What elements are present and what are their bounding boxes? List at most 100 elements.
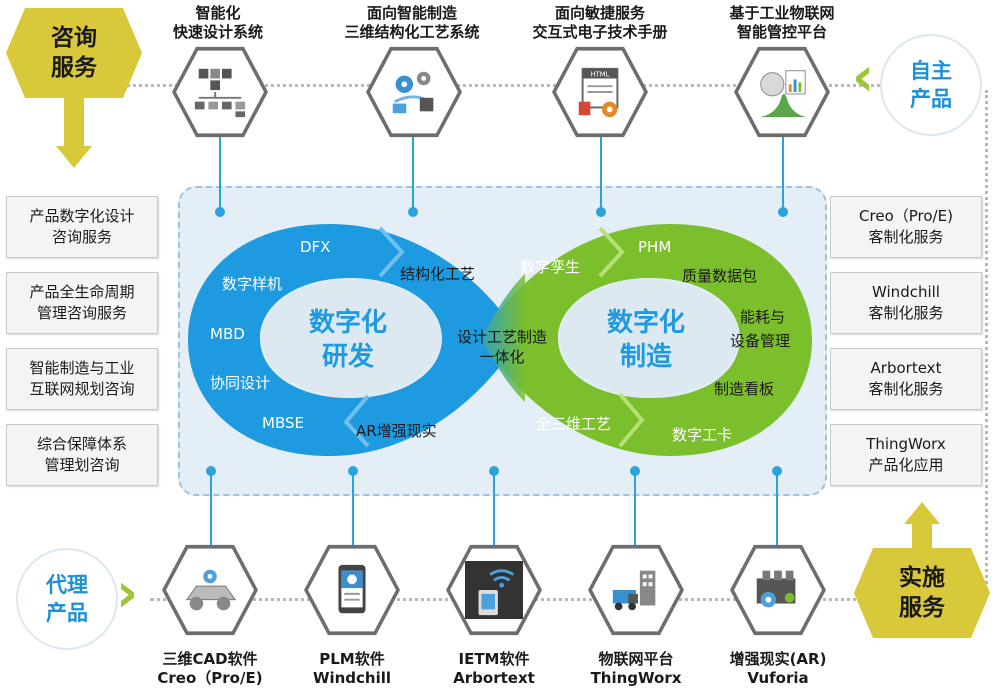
connector [352,468,354,554]
right-title-line2: 制造 [619,342,672,372]
implement-line1: 实施 [899,565,945,591]
label-line: 三维结构化工艺系统 [344,23,480,41]
label-line: Windchill [312,669,392,687]
loop-label-digital-prototype: 数字样机 [222,275,283,293]
iot-software-hex[interactable] [588,544,684,636]
html-document-icon: HTML [578,67,619,118]
right-box-windchill[interactable]: Windchill 客制化服务 [830,272,982,334]
loop-label-equipment: 设备管理 [730,332,791,350]
box-line: Arbortext [870,359,942,377]
chevron-left-icon: ‹ [852,45,875,108]
box-line: 管理咨询服务 [36,304,127,322]
factory-truck-icon [612,570,656,611]
label-line: ThingWorx [590,669,682,687]
right-box-creo[interactable]: Creo（Pro/E) 客制化服务 [830,196,982,258]
connector [219,128,221,212]
right-box-arbortext[interactable]: Arbortext 客制化服务 [830,348,982,410]
label-line: PLM软件 [319,650,385,668]
loop-label-3d-process: 全三维工艺 [536,415,612,433]
bottom-label-iot: 物联网平台 ThingWorx [546,650,726,688]
label-line: 基于工业物联网 [729,4,835,22]
loop-label-collab-design: 协同设计 [210,374,271,392]
fast-design-hex[interactable] [172,46,268,138]
connector [412,128,414,212]
label-line: Vuforia [747,669,809,687]
left-box-plm[interactable]: 产品全生命周期 管理咨询服务 [6,272,158,334]
bottom-label-plm: PLM软件 Windchill [262,650,442,688]
consult-line2: 服务 [51,55,97,81]
left-box-support[interactable]: 综合保障体系 管理划咨询 [6,424,158,486]
ietm-hex[interactable]: HTML [552,46,648,138]
center-label: 设计工艺制造 一体化 [448,327,556,367]
ar-hex[interactable] [730,544,826,636]
loop-label-digital-twin: 数字孪生 [520,258,581,276]
connector [210,468,212,554]
consult-service-badge: 咨询 服务 [6,8,142,98]
grid-hierarchy-icon [194,68,246,118]
label-line: 增强现实(AR) [729,650,827,668]
loop-label-ar: AR增强现实 [356,422,437,440]
box-line: 管理划咨询 [44,456,120,474]
box-line: 客制化服务 [868,380,944,398]
loop-label-dfx: DFX [300,238,331,256]
agent-product-line1: 代理 [46,573,88,597]
label-line: 智能管控平台 [736,23,827,41]
label-line: 面向敏捷服务 [554,4,645,22]
loop-label-quality-pack: 质量数据包 [682,267,758,285]
box-line: 互联网规划咨询 [29,380,135,398]
agent-product-line2: 产品 [46,601,88,625]
connector-dot [596,207,606,217]
box-line: 咨询服务 [51,228,112,246]
left-box-smart-mfg[interactable]: 智能制造与工业 互联网规划咨询 [6,348,158,410]
loop-label-energy: 能耗与 [740,308,786,326]
connector [776,468,778,554]
left-box-digital-design[interactable]: 产品数字化设计 咨询服务 [6,196,158,258]
gears-cube-icon [392,71,434,114]
connector [782,128,784,212]
own-product-line1: 自主 [910,59,952,83]
label-line: Creo（Pro/E) [157,669,263,687]
connector [493,468,495,554]
cad-hex[interactable] [162,544,258,636]
chevron-right-icon [618,392,645,448]
svg-text:HTML: HTML [591,71,610,79]
label-line: 面向智能制造 [366,4,457,22]
analytics-chart-icon [758,70,808,118]
chevron-right-icon: › [116,561,139,624]
plm-hex[interactable] [304,544,400,636]
loop-label-mbd: MBD [210,325,245,343]
right-title-line1: 数字化 [606,308,685,338]
label-line: 快速设计系统 [172,23,263,41]
top-label-ietm: 面向敏捷服务 交互式电子技术手册 [510,4,690,42]
center-label-line1: 设计工艺制造 [456,328,547,346]
process-system-hex[interactable] [366,46,462,138]
implement-line2: 服务 [899,595,945,621]
right-dotted-line [985,90,988,590]
box-line: ThingWorx [866,435,946,453]
engine-ar-icon [756,570,796,608]
ietm-software-hex[interactable] [446,544,542,636]
consult-arrow-shaft [64,98,84,148]
hand-wifi-icon [465,561,523,619]
bottom-label-ar: 增强现实(AR) Vuforia [688,650,868,688]
loop-label-phm: PHM [638,238,672,256]
own-product-badge: 自主 产品 [880,34,982,136]
label-line: IETM软件 [458,650,530,668]
chevron-left-icon [343,394,370,448]
chevron-right-icon [378,226,405,278]
left-loop-title: 数字化 研发 [288,306,408,374]
connector-dot [630,466,640,476]
arrow-down-icon [56,146,92,168]
consult-line1: 咨询 [51,25,97,51]
agent-product-badge: 代理 产品 [16,548,118,650]
implement-service-badge: 实施 服务 [854,548,990,638]
label-line: 物联网平台 [598,650,674,668]
connector-dot [348,466,358,476]
box-line: 综合保障体系 [36,435,127,453]
own-product-line2: 产品 [910,87,952,111]
bottom-label-cad: 三维CAD软件 Creo（Pro/E) [120,650,300,688]
right-box-thingworx[interactable]: ThingWorx 产品化应用 [830,424,982,486]
iot-platform-hex[interactable] [734,46,830,138]
box-line: 智能制造与工业 [29,359,135,377]
label-line: Arbortext [453,669,535,687]
